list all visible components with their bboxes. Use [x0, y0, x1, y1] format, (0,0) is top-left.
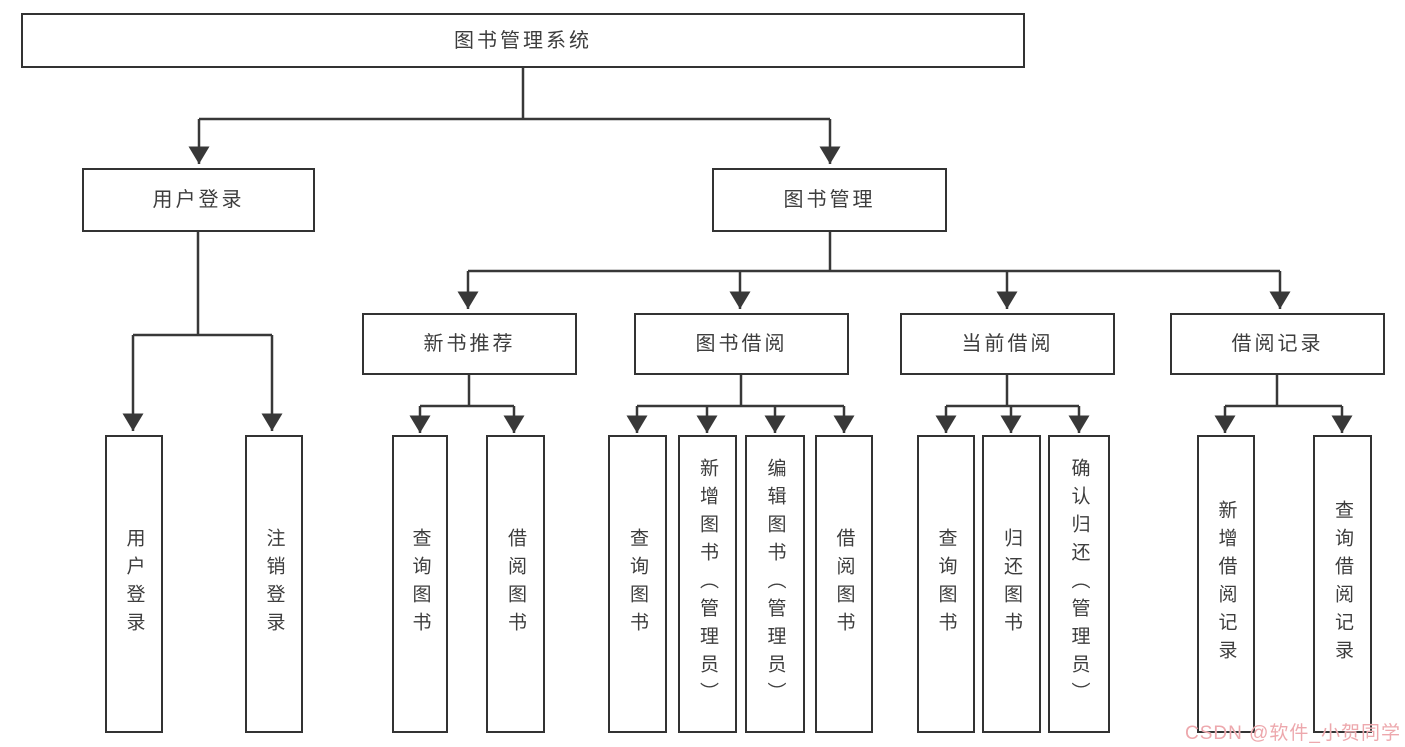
node-new-book-recommend: 新书推荐	[362, 313, 577, 375]
leaf-query-books-2: 查询图书	[608, 435, 667, 733]
node-borrow-records-label: 借阅记录	[1231, 333, 1324, 355]
leaf-add-book-admin: 新增图书（管理员）	[678, 435, 737, 733]
node-current-borrow-label: 当前借阅	[961, 333, 1054, 355]
leaf-user-login: 用户登录	[105, 435, 163, 733]
leaf-add-borrow-record-label: 新增借阅记录	[1215, 500, 1237, 668]
leaf-query-books-3: 查询图书	[917, 435, 975, 733]
leaf-confirm-return-admin-label: 确认归还（管理员）	[1068, 458, 1090, 710]
node-book-management: 图书管理	[712, 168, 947, 232]
leaf-edit-book-admin: 编辑图书（管理员）	[745, 435, 805, 733]
node-borrow-records: 借阅记录	[1170, 313, 1385, 375]
leaf-borrow-books-1-label: 借阅图书	[505, 528, 526, 640]
leaf-logout-label: 注销登录	[263, 528, 285, 640]
leaf-return-book-label: 归还图书	[1001, 528, 1022, 640]
leaf-borrow-books-1: 借阅图书	[486, 435, 545, 733]
node-book-borrow-label: 图书借阅	[695, 333, 788, 355]
node-new-book-recommend-label: 新书推荐	[423, 333, 516, 355]
node-current-borrow: 当前借阅	[900, 313, 1115, 375]
leaf-confirm-return-admin: 确认归还（管理员）	[1048, 435, 1110, 733]
leaf-add-borrow-record: 新增借阅记录	[1197, 435, 1255, 733]
leaf-query-books-2-label: 查询图书	[627, 528, 648, 640]
leaf-return-book: 归还图书	[982, 435, 1041, 733]
node-system-root-label: 图书管理系统	[454, 29, 592, 52]
node-book-borrow: 图书借阅	[634, 313, 849, 375]
leaf-borrow-books-2: 借阅图书	[815, 435, 873, 733]
leaf-query-borrow-record-label: 查询借阅记录	[1332, 500, 1353, 668]
leaf-borrow-books-2-label: 借阅图书	[833, 528, 855, 640]
node-user-login-label: 用户登录	[152, 189, 245, 211]
csdn-watermark: CSDN @软件_小贺同学	[1185, 723, 1401, 744]
leaf-user-login-label: 用户登录	[123, 528, 145, 640]
leaf-query-books-1: 查询图书	[392, 435, 448, 733]
leaf-query-books-1-label: 查询图书	[409, 528, 431, 640]
leaf-edit-book-admin-label: 编辑图书（管理员）	[764, 458, 786, 710]
leaf-query-books-3-label: 查询图书	[935, 528, 957, 640]
node-book-management-label: 图书管理	[783, 189, 876, 211]
leaf-query-borrow-record: 查询借阅记录	[1313, 435, 1372, 733]
leaf-add-book-admin-label: 新增图书（管理员）	[697, 458, 718, 710]
leaf-logout: 注销登录	[245, 435, 303, 733]
node-system-root: 图书管理系统	[21, 13, 1025, 68]
node-user-login: 用户登录	[82, 168, 315, 232]
